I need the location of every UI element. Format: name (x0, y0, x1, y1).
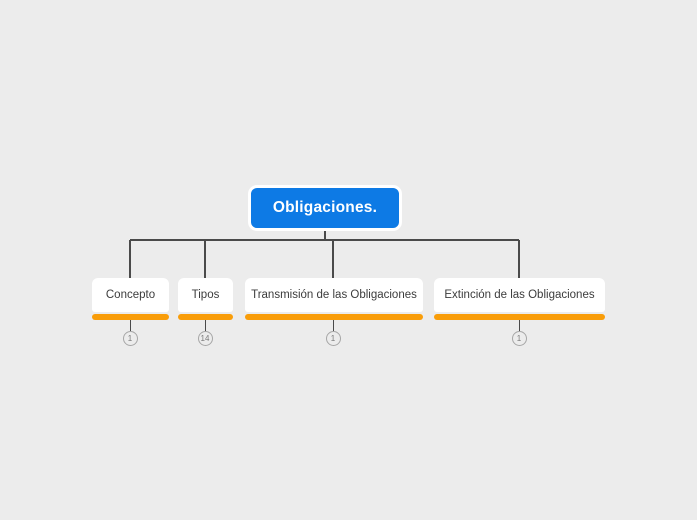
root-node[interactable]: Obligaciones. (248, 185, 402, 231)
child-node[interactable]: Tipos 14 (178, 278, 233, 346)
child-count-badge[interactable]: 1 (122, 331, 138, 346)
child-count-badge[interactable]: 1 (511, 331, 527, 346)
root-node-label: Obligaciones. (272, 199, 378, 216)
child-node-label: Tipos (191, 289, 220, 301)
child-node-card[interactable]: Tipos (178, 278, 233, 312)
child-count-badge[interactable]: 14 (197, 331, 213, 346)
child-count-badge-label: 1 (516, 333, 522, 343)
badge-stem (205, 320, 206, 331)
child-node-label: Transmisión de las Obligaciones (251, 289, 417, 301)
badge-stem (130, 320, 131, 331)
child-node-accent-bar (434, 314, 605, 320)
child-drop-lines (129, 240, 520, 278)
child-count-badge[interactable]: 1 (325, 331, 341, 346)
badge-stem (519, 320, 520, 331)
child-node[interactable]: Transmisión de las Obligaciones 1 (245, 278, 423, 346)
child-count-badge-label: 14 (200, 333, 210, 343)
child-count-badge-label: 1 (330, 333, 336, 343)
child-node-label: Extinción de las Obligaciones (444, 289, 595, 301)
badge-stem (333, 320, 334, 331)
child-node-card[interactable]: Extinción de las Obligaciones (434, 278, 605, 312)
child-node-accent-bar (92, 314, 169, 320)
child-count-badge-label: 1 (127, 333, 133, 343)
child-node[interactable]: Extinción de las Obligaciones 1 (434, 278, 605, 346)
child-node-card[interactable]: Transmisión de las Obligaciones (245, 278, 423, 312)
child-node-card[interactable]: Concepto (92, 278, 169, 312)
child-node-accent-bar (245, 314, 423, 320)
child-node-label: Concepto (105, 289, 156, 301)
child-node-accent-bar (178, 314, 233, 320)
child-node[interactable]: Concepto 1 (92, 278, 169, 346)
